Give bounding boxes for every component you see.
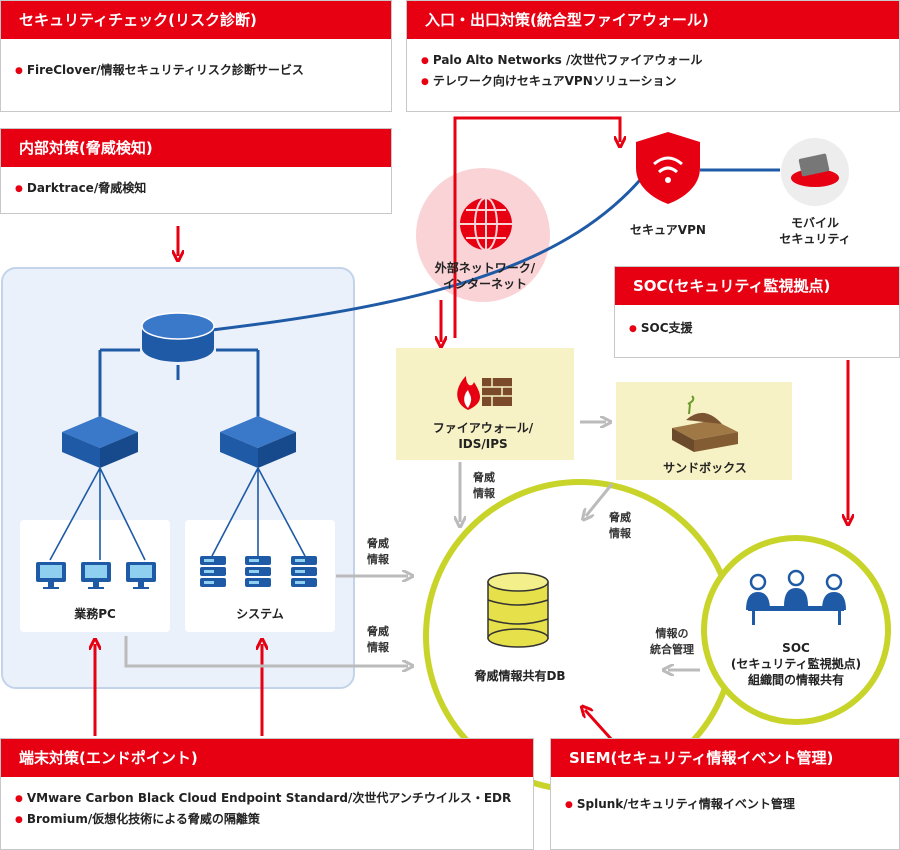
label-line: 外部ネットワーク/ <box>434 261 536 275</box>
siem-to-db-arrow <box>585 710 614 742</box>
database-stack-icon <box>487 572 549 648</box>
entrance-to-vpn-arrow <box>453 116 620 338</box>
mobile-security-label: モバイル セキュリティ <box>760 215 870 247</box>
edge-label-sandbox-db: 脅威 情報 <box>600 510 640 542</box>
panel-title: SOC(セキュリティ監視拠点) <box>615 267 899 305</box>
label-line: 脅威 <box>473 471 495 484</box>
switch-to-pc-lines <box>49 467 306 561</box>
lan-tree-lines <box>98 348 260 418</box>
endpoint-panel: 端末対策(エンドポイント) VMware Carbon Black Cloud … <box>0 738 534 850</box>
mobile-security-icon <box>781 138 849 206</box>
lan-to-db-arrow-2 <box>124 636 408 666</box>
bullet-item: VMware Carbon Black Cloud Endpoint Stand… <box>15 789 519 810</box>
firewall-label: ファイアウォール/ IDS/IPS <box>408 420 558 452</box>
business-pc-label: 業務PC <box>74 607 116 621</box>
sandbox-label: サンドボックス <box>663 461 747 475</box>
monitor-icon <box>36 562 156 589</box>
label-line: 組織間の情報共有 <box>747 673 844 687</box>
bullet-item: SOC支援 <box>629 319 885 340</box>
siem-panel: SIEM(セキュリティ情報イベント管理) Splunk/セキュリティ情報イベント… <box>550 738 900 850</box>
label-line: 情報 <box>367 641 389 654</box>
bullet-item: テレワーク向けセキュアVPNソリューション <box>421 72 885 93</box>
panel-title: 内部対策(脅威検知) <box>1 129 391 167</box>
entrance-exit-panel: 入口・出口対策(統合型ファイアウォール) Palo Alto Networks … <box>406 0 900 112</box>
server-rack-icon <box>200 556 317 587</box>
label-line: 脅威 <box>367 537 389 550</box>
label-line: 脅威 <box>609 511 631 524</box>
soc-panel: SOC(セキュリティ監視拠点) SOC支援 <box>614 266 900 358</box>
label-line: 脅威 <box>367 625 389 638</box>
soc-circle-label: SOC (セキュリティ監視拠点) 組織間の情報共有 <box>712 640 880 688</box>
panel-title: 入口・出口対策(統合型ファイアウォール) <box>407 1 899 39</box>
edge-label-lan-db-2: 脅威 情報 <box>358 624 398 656</box>
label-line: ファイアウォール/ <box>432 421 534 435</box>
label-line: 情報 <box>609 527 631 540</box>
meeting-people-icon <box>746 569 846 625</box>
bullet-item: Splunk/セキュリティ情報イベント管理 <box>565 795 885 816</box>
label-line: 統合管理 <box>650 643 694 656</box>
sandbox-icon <box>672 395 738 452</box>
label-line: モバイル <box>790 216 839 230</box>
switch-icon-left <box>62 416 138 468</box>
soc-circle <box>701 535 891 725</box>
security-check-panel: セキュリティチェック(リスク診断) FireClover/情報セキュリティリスク… <box>0 0 392 112</box>
label-line: IDS/IPS <box>458 437 508 451</box>
label-line: インターネット <box>442 277 527 291</box>
label-line: 情報 <box>367 553 389 566</box>
label-line: (セキュリティ監視拠点) <box>730 657 862 671</box>
label-line: セキュリティ <box>779 232 851 246</box>
switch-icon-right <box>220 416 296 468</box>
edge-label-soc-db: 情報の 統合管理 <box>640 626 704 658</box>
panel-title: 端末対策(エンドポイント) <box>1 739 533 777</box>
secure-vpn-label: セキュアVPN <box>630 223 706 237</box>
panel-title: セキュリティチェック(リスク診断) <box>1 1 391 39</box>
label-line: 情報 <box>473 487 495 500</box>
edge-label-fw-db: 脅威 情報 <box>464 470 504 502</box>
label-line: SOC <box>782 641 810 655</box>
shield-wifi-icon <box>636 132 700 204</box>
threat-db-label: 脅威情報共有DB <box>474 669 566 683</box>
bullet-item: FireClover/情報セキュリティリスク診断サービス <box>15 61 377 82</box>
bullet-item: Palo Alto Networks /次世代ファイアウォール <box>421 51 885 72</box>
globe-icon <box>460 197 512 251</box>
internal-panel: 内部対策(脅威検知) Darktrace/脅威検知 <box>0 128 392 214</box>
system-label: システム <box>236 607 284 621</box>
sandbox-to-db-arrow <box>586 483 614 516</box>
bullet-item: Bromium/仮想化技術による脅威の隔離策 <box>15 810 519 831</box>
edge-label-lan-db-1: 脅威 情報 <box>358 536 398 568</box>
database-server-icon <box>141 312 215 362</box>
db-to-external-line <box>211 179 642 332</box>
bullet-item: Darktrace/脅威検知 <box>15 179 377 200</box>
panel-title: SIEM(セキュリティ情報イベント管理) <box>551 739 899 777</box>
label-line: 情報の <box>655 627 689 640</box>
external-network-label: 外部ネットワーク/ インターネット <box>420 260 550 292</box>
firewall-flame-icon <box>457 376 512 410</box>
